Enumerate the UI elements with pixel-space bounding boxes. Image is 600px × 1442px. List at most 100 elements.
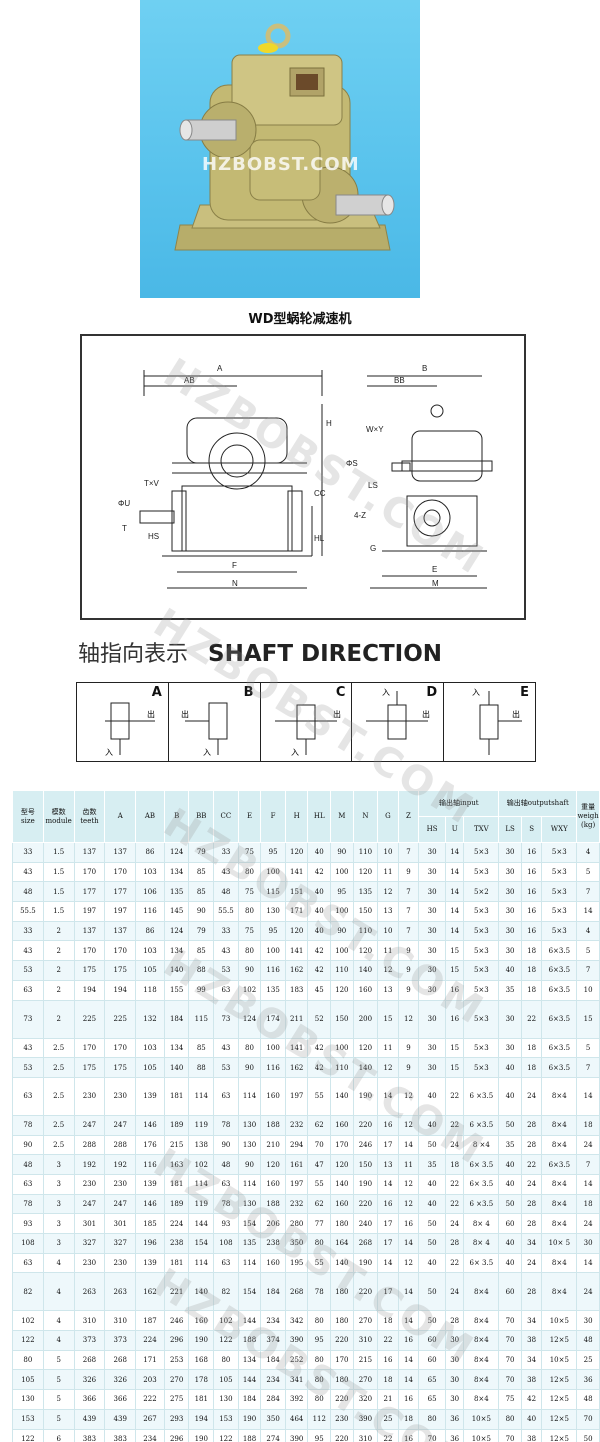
table-cell: 222	[135, 1389, 165, 1410]
table-cell: 234	[260, 1369, 286, 1391]
table-cell: 70	[498, 1428, 522, 1442]
table-cell: 63	[12, 1076, 44, 1116]
table-cell: 55	[307, 1252, 332, 1274]
table-cell: 464	[284, 1408, 309, 1430]
table-cell: 63	[213, 979, 239, 1001]
table-cell: 2.5	[42, 1076, 75, 1116]
table-cell: 7	[576, 960, 600, 981]
table-cell: 8×4	[463, 1389, 500, 1410]
table-cell: 90	[188, 901, 215, 922]
table-cell: 85	[188, 940, 215, 962]
table-cell: 246	[352, 1134, 379, 1156]
table-cell: 153	[213, 1408, 239, 1430]
table-cell: 33	[12, 920, 44, 942]
table-cell: 220	[352, 1193, 379, 1215]
table-cell: 114	[237, 1173, 262, 1195]
table-cell: 60	[418, 1330, 446, 1351]
label-4Z: 4-Z	[354, 511, 366, 520]
table-cell: 5	[576, 861, 600, 883]
table-cell: 124	[237, 999, 262, 1039]
table-cell: 211	[284, 999, 309, 1039]
table-cell: 12	[377, 1057, 399, 1078]
table-cell: 30	[576, 1310, 600, 1332]
table-cell: 34	[520, 1310, 543, 1332]
table-cell: 294	[284, 1134, 309, 1156]
table-cell: 310	[352, 1330, 379, 1351]
direction-C: C 出入	[261, 683, 353, 761]
table-cell: 366	[73, 1389, 106, 1410]
table-cell: 17	[377, 1134, 399, 1156]
table-cell: 85	[188, 861, 215, 883]
table-cell: 100	[330, 1037, 354, 1059]
table-cell: 114	[237, 1076, 262, 1116]
table-cell: 2	[42, 979, 75, 1001]
table-cell: 43	[12, 940, 44, 962]
table-cell: 12	[397, 999, 420, 1039]
table-cell: 14	[397, 1369, 420, 1391]
table-cell: 43	[213, 861, 239, 883]
table-cell: 40	[498, 1173, 522, 1195]
table-cell: 122	[12, 1330, 44, 1351]
table-cell: 14	[576, 1076, 600, 1116]
table-cell: 4	[42, 1310, 75, 1332]
table-cell: 120	[330, 1154, 354, 1175]
table-cell: 141	[284, 940, 309, 962]
table-cell: 5×3	[541, 881, 578, 903]
table-cell: 2	[42, 999, 75, 1039]
table-cell: 119	[188, 1193, 215, 1215]
svg-text:入: 入	[382, 688, 390, 697]
header-output: 输出轴outputshaft	[498, 790, 578, 817]
table-cell: 181	[188, 1389, 215, 1410]
label-H: H	[326, 419, 332, 428]
table-cell: 30	[498, 881, 522, 903]
table-cell: 221	[163, 1272, 190, 1312]
table-cell: 40	[418, 1193, 446, 1215]
table-cell: 141	[284, 861, 309, 883]
table-cell: 14	[576, 1252, 600, 1274]
table-cell: 247	[73, 1114, 106, 1136]
label-WY: W×Y	[366, 425, 384, 434]
table-cell: 155	[163, 979, 190, 1001]
table-cell: 310	[352, 1428, 379, 1442]
table-cell: 114	[188, 1173, 215, 1195]
direction-A: A 出入	[77, 683, 169, 761]
table-cell: 10×5	[541, 1310, 578, 1332]
table-cell: 30	[498, 940, 522, 962]
table-cell: 22	[444, 1114, 465, 1136]
table-cell: 230	[73, 1076, 106, 1116]
table-cell: 22	[377, 1330, 399, 1351]
table-cell: 8×4	[463, 1369, 500, 1391]
table-cell: 162	[284, 960, 309, 981]
table-cell: 230	[73, 1252, 106, 1274]
table-cell: 78	[12, 1114, 44, 1136]
table-cell: 63	[12, 1173, 44, 1195]
table-cell: 75	[237, 881, 262, 903]
header-E: E	[237, 790, 262, 843]
table-cell: 392	[284, 1389, 309, 1410]
table-cell: 48	[213, 881, 239, 903]
table-cell: 390	[284, 1330, 309, 1351]
table-cell: 43	[12, 1037, 44, 1059]
table-cell: 12	[397, 1173, 420, 1195]
table-cell: 12	[397, 1252, 420, 1274]
table-cell: 140	[352, 1057, 379, 1078]
table-cell: 296	[163, 1330, 190, 1351]
table-cell: 175	[104, 960, 137, 981]
table-cell: 14	[444, 861, 465, 883]
table-cell: 62	[307, 1114, 332, 1136]
table-cell: 40	[498, 1233, 522, 1254]
table-cell: 8×4	[463, 1272, 500, 1312]
table-cell: 195	[284, 1252, 309, 1274]
table-cell: 185	[135, 1213, 165, 1234]
table-cell: 14	[444, 920, 465, 942]
table-cell: 215	[163, 1134, 190, 1156]
product-photo: HZBOBST.COM	[140, 0, 420, 298]
label-B: B	[422, 364, 427, 373]
table-cell: 390	[352, 1408, 379, 1430]
table-cell: 230	[73, 1173, 106, 1195]
table-cell: 8× 4	[463, 1213, 500, 1234]
